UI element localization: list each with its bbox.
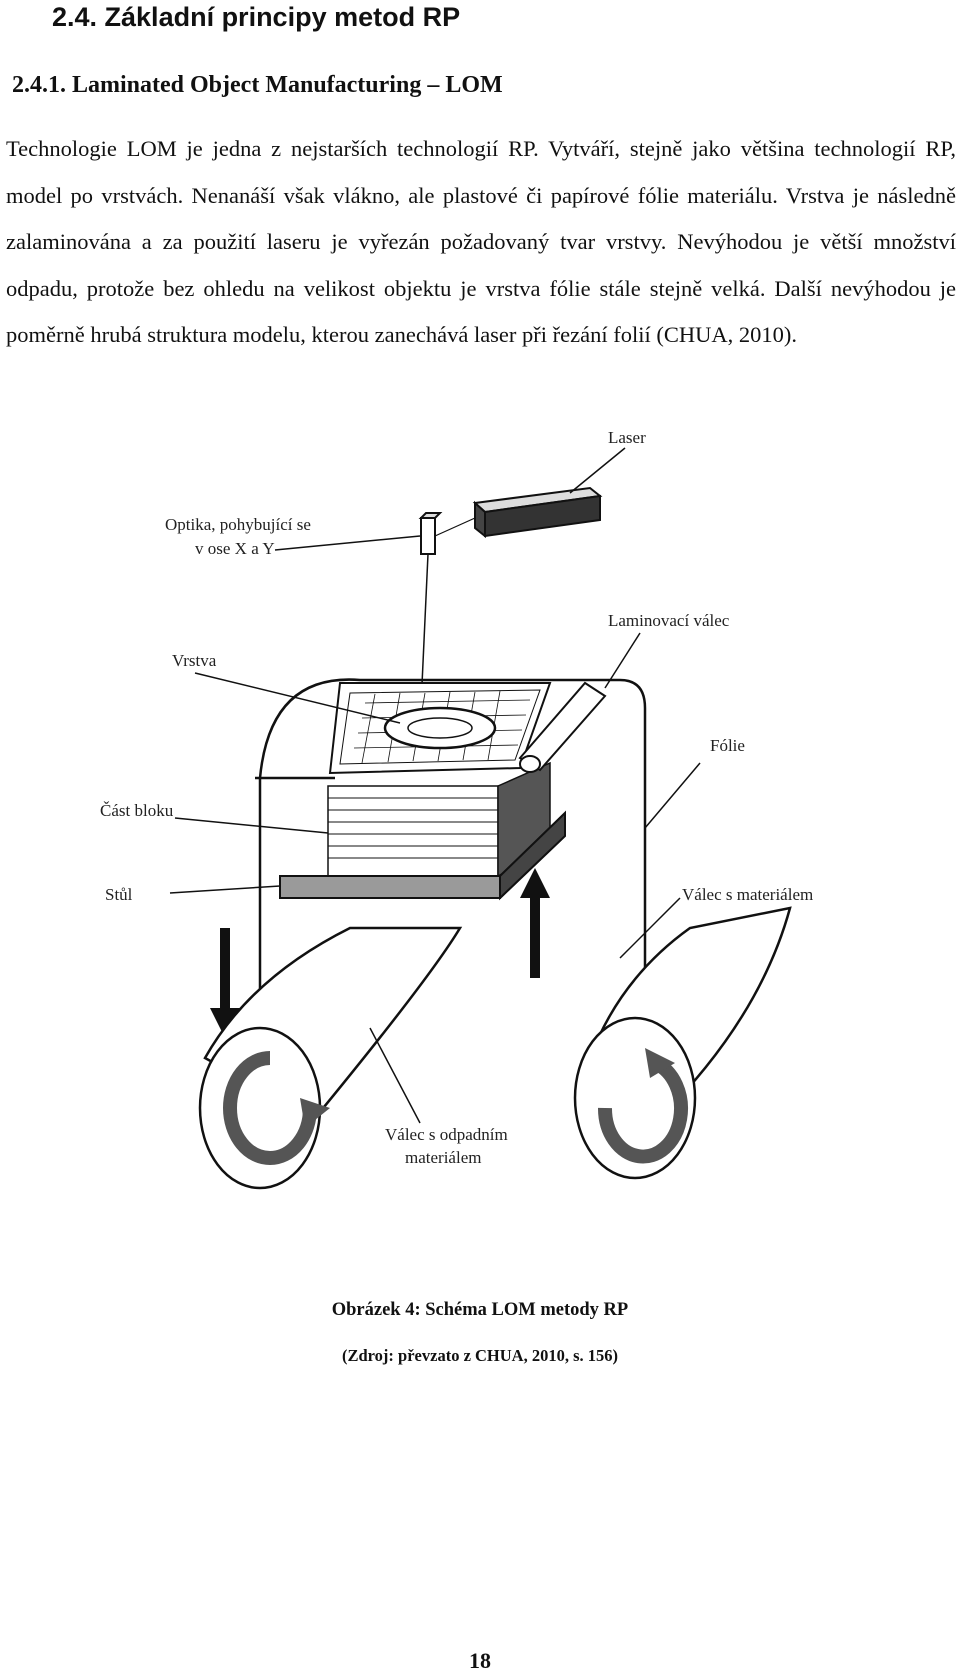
foil-path	[255, 678, 647, 1058]
lamination-roller	[518, 681, 607, 773]
waste-roller	[198, 926, 463, 1190]
label-laser: Laser	[608, 428, 646, 447]
figure-caption: Obrázek 4: Schéma LOM metody RP	[331, 1300, 629, 1320]
label-optics-line1: Optika, pohybující se	[165, 515, 311, 534]
lom-schematic: Laser Optika, pohybující se v ose X a Y …	[100, 428, 813, 1190]
label-material-roller: Válec s materiálem	[682, 885, 813, 904]
page-number: 18	[469, 1648, 491, 1673]
direction-arrows	[210, 868, 550, 1038]
label-lamination-roller: Laminovací válec	[608, 611, 730, 630]
figure-source: (Zdroj: převzato z CHUA, 2010, s. 156)	[341, 1346, 619, 1365]
label-optics-line2: v ose X a Y	[195, 539, 275, 558]
label-waste-roller-line2: materiálem	[405, 1148, 481, 1167]
subsection-heading: 2.4.1. Laminated Object Manufacturing – …	[12, 72, 503, 98]
body-paragraph: Technologie LOM je jedna z nejstarších t…	[6, 136, 956, 347]
laser-unit	[472, 486, 603, 539]
section-heading: 2.4. Základní principy metod RP	[52, 2, 461, 32]
build-layer	[328, 682, 552, 775]
material-roller	[573, 906, 792, 1180]
table	[279, 810, 566, 901]
label-layer: Vrstva	[172, 651, 217, 670]
leader-lines	[169, 447, 701, 1124]
label-waste-roller-line1: Válec s odpadním	[385, 1125, 508, 1144]
label-foil: Fólie	[710, 736, 745, 755]
label-table: Stůl	[105, 885, 133, 904]
lom-diagram: Laser Optika, pohybující se v ose X a Y …	[100, 418, 890, 1278]
label-block-part: Část bloku	[100, 801, 174, 820]
